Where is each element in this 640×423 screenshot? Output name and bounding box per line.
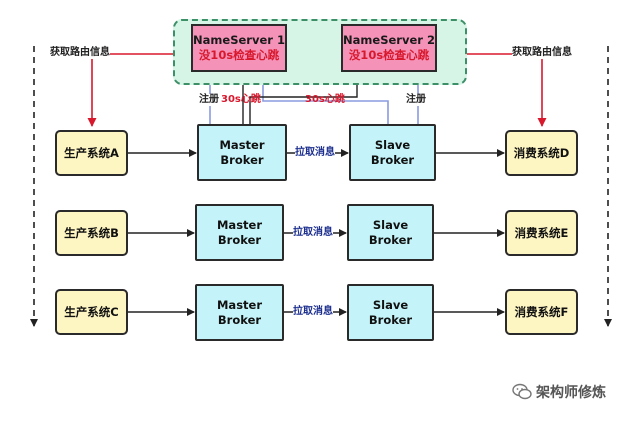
consumer-f-label: 消费系统F [514, 305, 569, 319]
producer-system-c: 生产系统C [55, 289, 128, 335]
slave-broker-1: Slave Broker [349, 124, 436, 181]
watermark: 架构师修炼 [512, 382, 606, 402]
producer-b-label: 生产系统B [64, 226, 119, 240]
nameserver-2-name: NameServer 2 [343, 33, 435, 47]
master-broker-1-line2: Broker [220, 152, 264, 167]
watermark-text: 架构师修炼 [536, 385, 606, 401]
consumer-system-d: 消费系统D [505, 130, 578, 176]
master-broker-3-line2: Broker [217, 312, 262, 327]
master-broker-1-line1: Master [219, 137, 265, 152]
slave-broker-3-line2: Broker [368, 312, 413, 327]
pull-message-label-1: 拉取消息 [295, 147, 335, 159]
route-info-label-right: 获取路由信息 [512, 47, 572, 59]
slave-broker-2-line1: Slave [372, 217, 409, 232]
register-label-left: 注册 [199, 94, 219, 106]
pull-message-label-3: 拉取消息 [293, 306, 333, 318]
master-broker-3: Master Broker [195, 284, 284, 341]
route-info-label-left: 获取路由信息 [50, 47, 110, 59]
nameserver-2: NameServer 2 没10s检查心跳 [341, 24, 437, 72]
master-broker-1: Master Broker [197, 124, 287, 181]
slave-broker-1-line1: Slave [374, 137, 411, 152]
slave-broker-3-line1: Slave [372, 297, 409, 312]
nameserver-1-heartbeat-check: 没10s检查心跳 [198, 48, 280, 62]
pull-message-label-2: 拉取消息 [293, 227, 333, 239]
nameserver-1-name: NameServer 1 [193, 33, 285, 47]
master-broker-2: Master Broker [195, 204, 284, 261]
consumer-system-e: 消费系统E [505, 210, 578, 256]
slave-broker-2-line2: Broker [368, 232, 413, 247]
producer-a-label: 生产系统A [64, 146, 119, 160]
nameserver-2-heartbeat-check: 没10s检查心跳 [348, 48, 430, 62]
heartbeat-30s-label-left: 30s心跳 [221, 94, 261, 105]
wechat-logo-icon [512, 383, 532, 400]
slave-heartbeat-arrow-to-ns1 [258, 71, 389, 124]
producer-system-b: 生产系统B [55, 210, 128, 256]
consumer-system-f: 消费系统F [505, 289, 578, 335]
slave-broker-1-line2: Broker [370, 152, 415, 167]
register-label-right: 注册 [406, 94, 426, 106]
master-broker-2-line2: Broker [217, 232, 262, 247]
master-broker-2-line1: Master [216, 217, 263, 232]
heartbeat-30s-label-mid: 30s心跳 [305, 94, 345, 105]
slave-broker-3: Slave Broker [347, 284, 434, 341]
producer-system-a: 生产系统A [55, 130, 128, 176]
slave-broker-2: Slave Broker [347, 204, 434, 261]
producer-c-label: 生产系统C [64, 305, 119, 319]
nameserver-1: NameServer 1 没10s检查心跳 [191, 24, 287, 72]
consumer-e-label: 消费系统E [514, 226, 569, 240]
consumer-d-label: 消费系统D [513, 146, 570, 160]
master-broker-3-line1: Master [216, 297, 263, 312]
